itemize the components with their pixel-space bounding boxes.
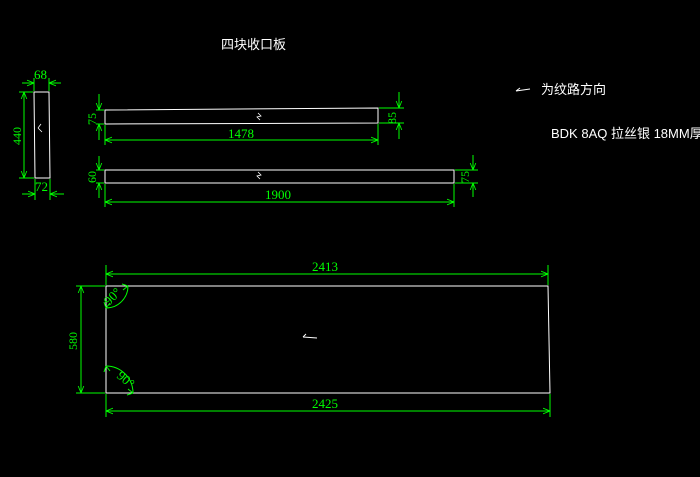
angle-bottom-text: 90° <box>114 368 138 391</box>
panel-top-length-dimension: 2413 <box>105 259 549 285</box>
drawing-title: 四块收口板 <box>221 37 286 52</box>
strip-1900-outline <box>104 169 455 184</box>
strip-1900-grain-icon <box>256 171 262 180</box>
large-panel-outline <box>105 285 551 394</box>
strip-1478-right-dimension: 85 <box>379 92 404 139</box>
side-piece: 68 440 72 <box>10 67 64 200</box>
side-width-bottom-text: 72 <box>35 179 48 194</box>
strip-1478: 75 1478 85 <box>85 92 404 145</box>
side-height-text: 440 <box>10 127 24 145</box>
side-width-top-dimension: 68 <box>22 67 61 91</box>
legend-text: 为纹路方向 <box>541 82 606 97</box>
strip-1900-length-dimension: 1900 <box>104 184 455 207</box>
strip-1478-left-text: 75 <box>85 113 99 125</box>
strip-1900-right-text: 75 <box>458 171 472 183</box>
panel-bottom-length-dimension: 2425 <box>105 394 551 417</box>
strip-1900-left-dimension: 60 <box>85 156 104 198</box>
large-panel: 2413 580 2425 90° 90° <box>66 259 551 417</box>
angle-bottom-left: 90° <box>103 365 138 396</box>
angle-top-text: 90° <box>101 285 124 308</box>
strip-1478-left-dimension: 75 <box>85 94 104 140</box>
strip-1478-outline <box>104 107 379 125</box>
strip-1478-length-dimension: 1478 <box>104 124 379 145</box>
grain-arrow-icon <box>515 87 531 92</box>
panel-height-dimension: 580 <box>66 285 105 394</box>
side-width-top-text: 68 <box>34 67 47 82</box>
panel-bottom-length-text: 2425 <box>312 396 338 411</box>
strip-1478-length-text: 1478 <box>228 126 254 141</box>
strip-1900-left-text: 60 <box>85 171 99 183</box>
angle-top-left: 90° <box>101 283 129 309</box>
panel-top-length-text: 2413 <box>312 259 338 274</box>
grain-direction-legend: 为纹路方向 <box>515 82 606 97</box>
strip-1900-length-text: 1900 <box>265 187 291 202</box>
side-height-dimension: 440 <box>10 91 34 179</box>
strip-1900: 60 1900 75 <box>85 155 478 207</box>
side-width-bottom-dimension: 72 <box>22 179 64 200</box>
panel-height-text: 580 <box>66 332 80 350</box>
side-grain-arrow-icon <box>37 123 43 133</box>
side-piece-outline <box>33 91 51 179</box>
strip-1478-right-text: 85 <box>385 112 399 124</box>
material-note: BDK 8AQ 拉丝银 18MM厚 <box>551 126 700 141</box>
strip-1478-grain-icon <box>256 112 262 121</box>
panel-grain-arrow-icon <box>302 333 318 339</box>
strip-1900-right-dimension: 75 <box>455 155 478 197</box>
